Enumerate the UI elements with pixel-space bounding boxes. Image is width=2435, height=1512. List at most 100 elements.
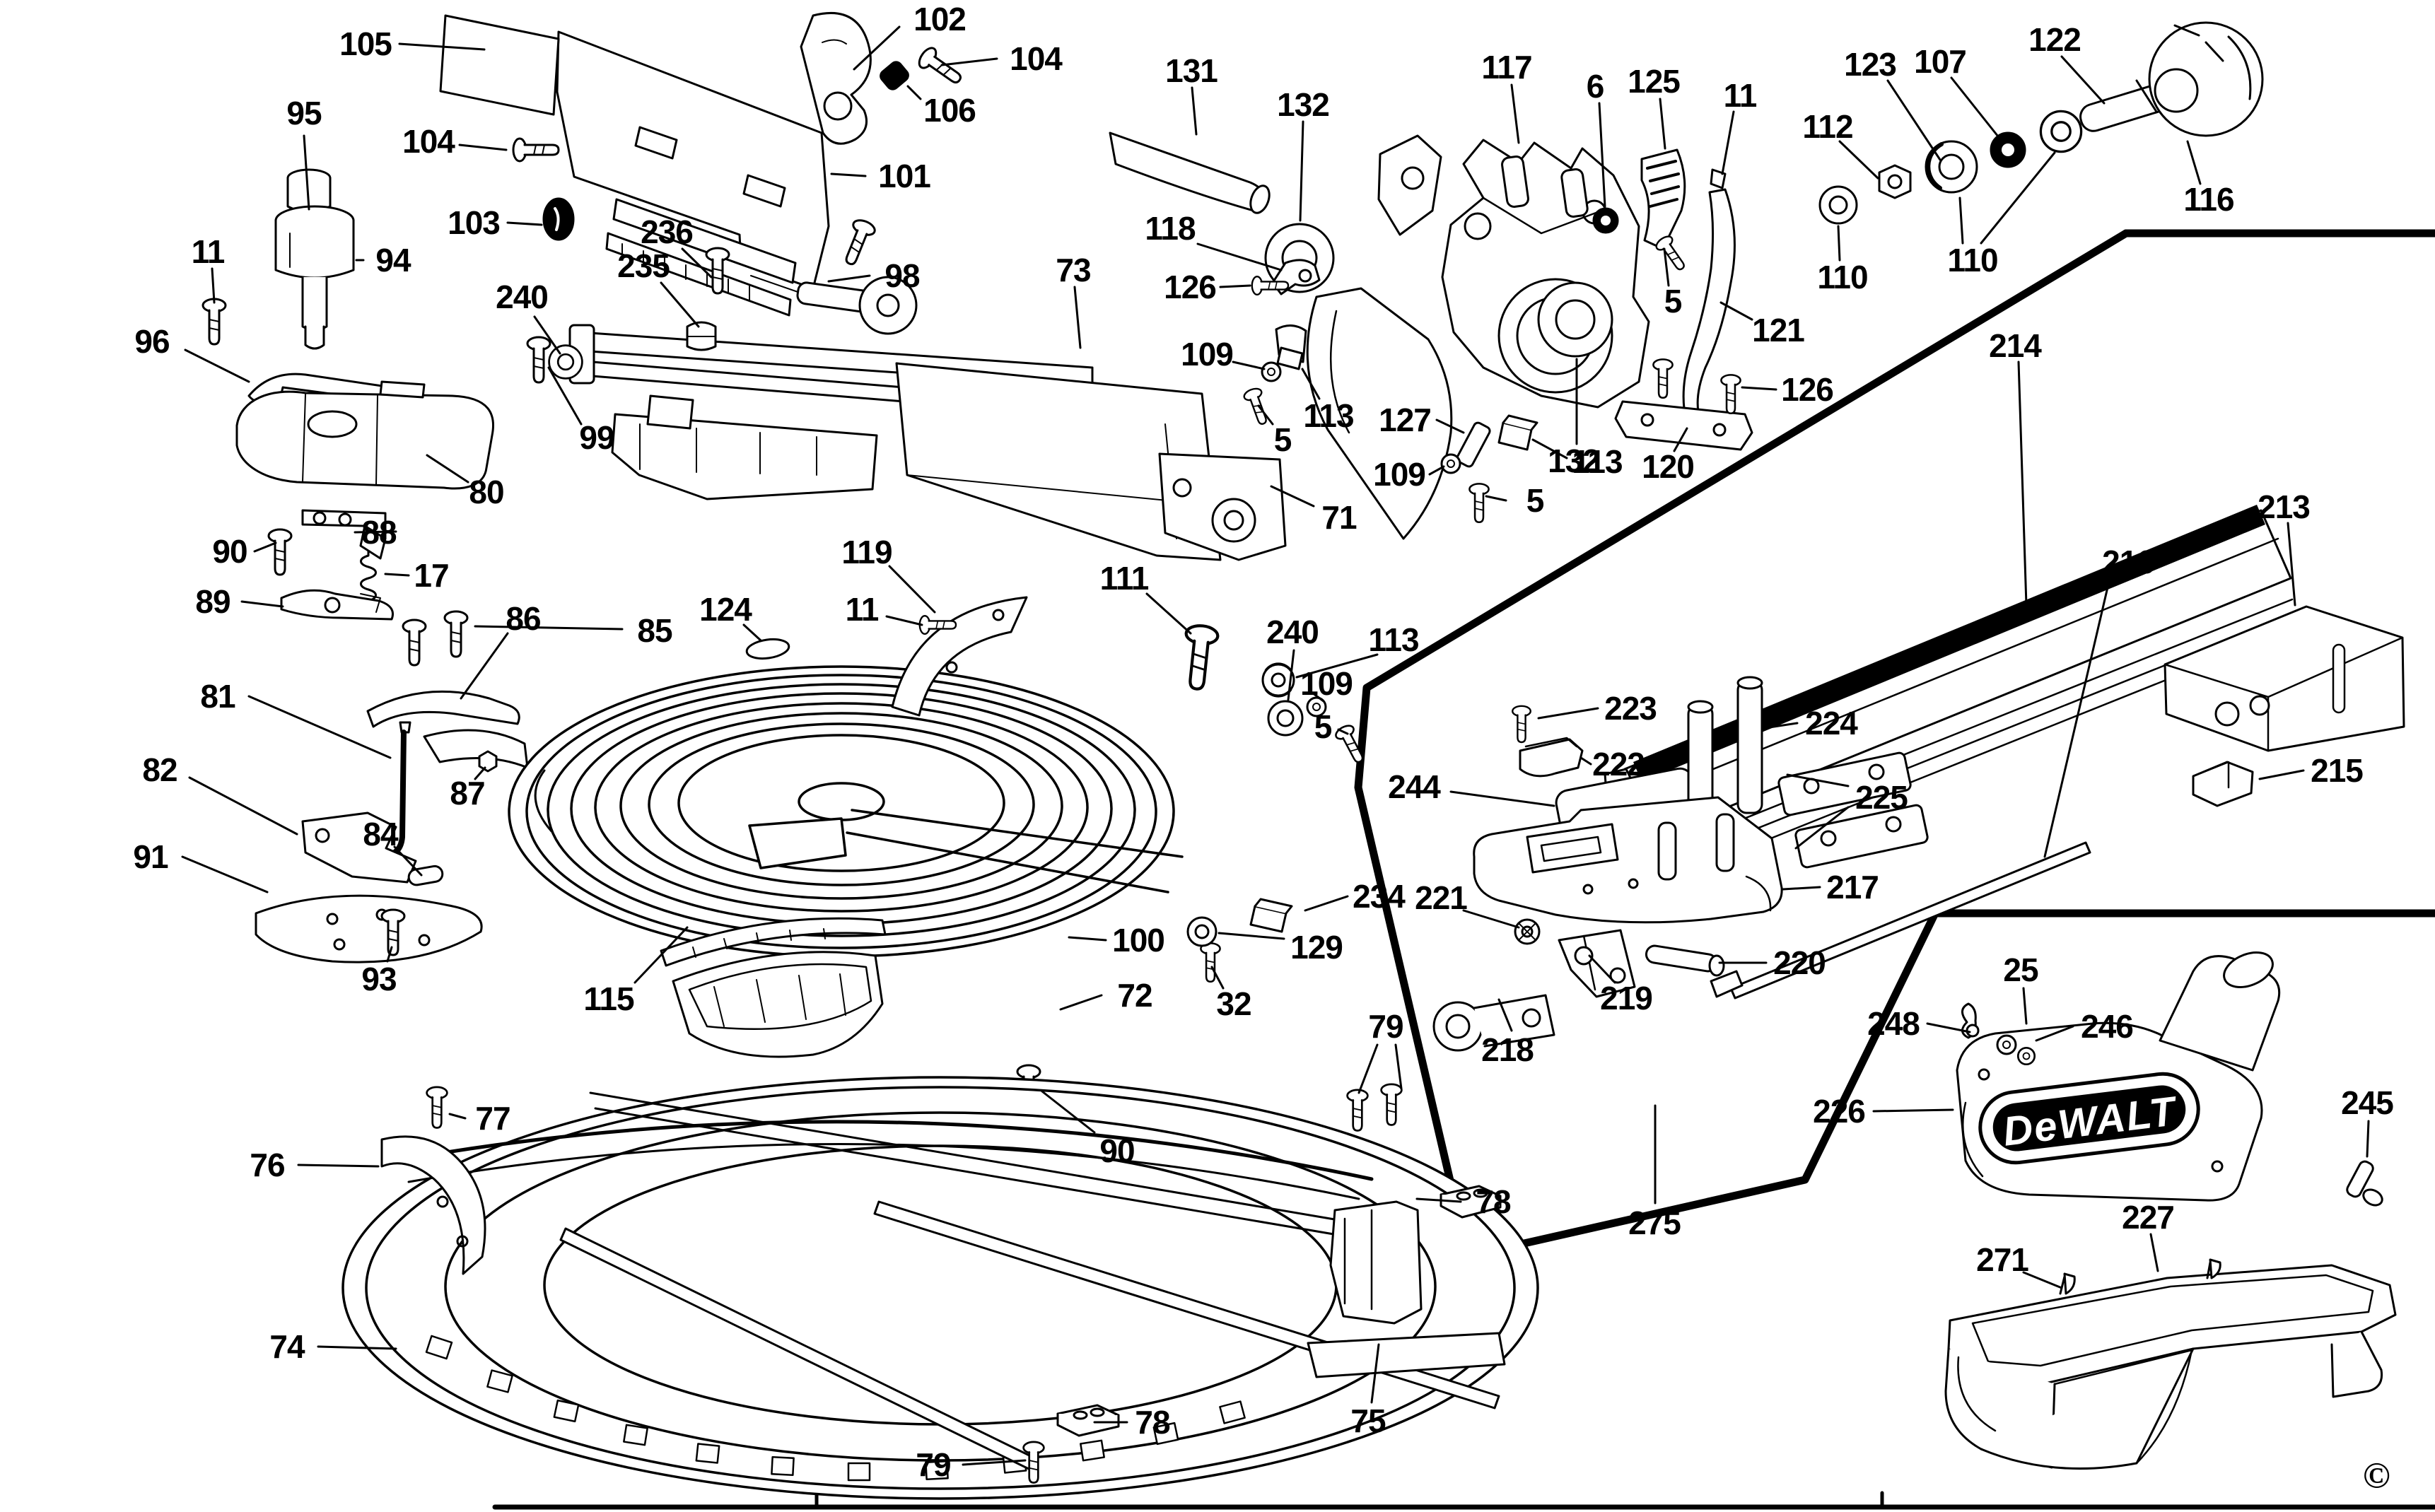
part-callout-73: 73 [1056,252,1091,288]
part-callout-101: 101 [878,158,931,194]
part-callout-132: 132 [1277,86,1330,123]
part-callout-89: 89 [195,583,230,620]
part-callout-222: 222 [1592,746,1645,783]
part-callout-271: 271 [1976,1241,2029,1278]
part-callout-5: 5 [1664,283,1683,320]
part-logo-plate: DeWALT [1978,1072,2200,1165]
part-bracket-217 [1473,796,1783,924]
part-housing-80 [235,380,495,490]
part-callout-240: 240 [1266,614,1319,650]
part-callout-127: 127 [1379,402,1432,438]
part-callout-109: 109 [1373,456,1426,493]
part-clip-234 [1249,898,1293,933]
part-callout-240: 240 [496,279,549,315]
part-block-215 [2192,761,2254,807]
part-callout-217: 217 [1826,869,1879,906]
part-knob-106 [880,61,909,90]
part-pin-127 [1456,421,1491,468]
part-ring-6 [1592,207,1619,234]
part-callout-71: 71 [1321,499,1357,536]
part-callout-245: 245 [2341,1084,2394,1121]
part-callout-90: 90 [212,533,247,570]
part-kerf-plate-73 [895,362,1222,561]
part-callout-106: 106 [923,92,976,129]
part-callout-72: 72 [1117,977,1152,1014]
part-bracket-88 [301,509,387,560]
copyright-mark: © [2362,1455,2390,1496]
part-hinge-bracket-71 [1158,452,1287,561]
part-callout-216: 216 [2102,544,2155,580]
part-lock-lever-102 [800,12,872,145]
part-callout-124: 124 [699,591,752,628]
part-callout-113: 113 [1303,397,1354,434]
part-clip-113a [1275,324,1307,370]
part-cap-240 [1267,700,1304,737]
part-callout-275: 275 [1628,1205,1681,1241]
part-callout-246: 246 [2081,1008,2134,1045]
part-callout-25: 25 [2003,951,2038,988]
part-callout-110: 110 [1947,242,1998,279]
part-pointer-plate-119 [891,596,1028,717]
part-lever-86 [366,690,529,769]
part-throat-plate-72 [672,951,884,1058]
part-callout-107: 107 [1914,43,1967,80]
part-plates-225 [1777,751,1929,869]
part-label-plate-105 [439,14,560,116]
part-callout-79: 79 [1368,1008,1403,1045]
part-callout-111: 111 [1099,560,1150,597]
part-callout-215: 215 [2311,752,2364,789]
part-callout-32: 32 [1216,985,1251,1022]
part-base-74 [341,1076,1539,1500]
part-callout-87: 87 [450,775,485,811]
part-callout-112: 112 [1802,108,1853,145]
part-saw-head-assembly [1109,131,1650,540]
part-knob-95-94 [274,168,355,350]
part-callout-126: 126 [1781,371,1834,408]
part-callout-115: 115 [583,980,634,1017]
part-callout-118: 118 [1145,210,1196,247]
part-lever-125 [1640,148,1686,250]
part-callout-123: 123 [1844,46,1897,83]
part-callout-103: 103 [448,204,501,241]
leader-lines [181,25,2370,1466]
part-callout-109: 109 [1300,665,1353,702]
part-callout-125: 125 [1628,63,1681,100]
part-scale-strip-100 [660,917,887,967]
part-callout-90: 90 [1099,1132,1135,1169]
part-callout-91: 91 [133,838,168,875]
part-callout-81: 81 [200,678,235,715]
part-callout-99: 99 [579,419,614,456]
part-latch-82 [301,811,417,884]
part-callout-132: 132 [1548,443,1601,479]
part-callout-17: 17 [414,557,449,594]
part-callout-102: 102 [913,0,967,37]
part-lever-89 [280,589,394,621]
part-callout-75: 75 [1350,1402,1386,1439]
part-callout-234: 234 [1353,878,1406,915]
part-callout-100: 100 [1112,922,1165,959]
part-callout-113: 113 [1368,621,1419,658]
part-callout-82: 82 [142,751,177,788]
part-callout-244: 244 [1388,768,1441,805]
part-callout-223: 223 [1604,690,1657,727]
part-callout-248: 248 [1867,1005,1920,1042]
part-callout-226: 226 [1813,1093,1866,1130]
part-callout-131: 131 [1165,52,1218,89]
part-callout-78: 78 [1476,1183,1511,1220]
part-callout-5: 5 [1314,708,1333,745]
part-washer-221 [1514,918,1541,945]
part-callout-84: 84 [363,816,398,852]
part-callout-219: 219 [1600,980,1653,1016]
part-oval-124 [745,638,790,660]
part-rod-216 [1710,841,2091,1000]
part-callout-80: 80 [469,474,504,510]
part-clevis-218 [1432,994,1555,1052]
part-turntable-115 [508,665,1184,958]
part-foot-plate-91 [255,894,483,963]
part-callout-109: 109 [1181,336,1234,373]
part-callout-78: 78 [1135,1404,1170,1441]
part-callout-218: 218 [1481,1031,1534,1068]
part-callout-94: 94 [375,242,411,279]
